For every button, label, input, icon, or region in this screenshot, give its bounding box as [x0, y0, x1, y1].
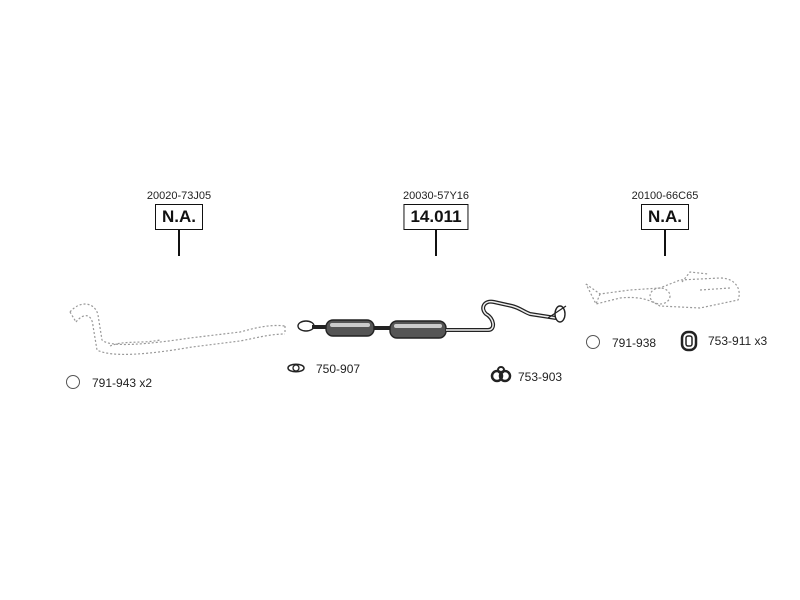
front-pipe-drawing — [69, 303, 286, 356]
rear-silencer-drawing — [585, 271, 740, 309]
rubber-mount-icon[interactable] — [490, 365, 512, 387]
accessory-label-753-903[interactable]: 753-903 — [518, 370, 563, 384]
oem-code-front-pipe: 20020-73J05 — [146, 190, 212, 202]
accessory-label-791-943[interactable]: 791-943 x2 — [92, 376, 153, 390]
ring-icon[interactable] — [66, 375, 80, 389]
oem-code-rear-silencer: 20100-66C65 — [631, 190, 699, 202]
gasket-icon[interactable] — [286, 361, 306, 375]
middle-pipe-drawing — [297, 299, 567, 339]
oem-code-middle-pipe: 20030-57Y16 — [402, 190, 470, 202]
leader-line-middle-pipe — [435, 229, 437, 256]
ring-icon[interactable] — [586, 335, 600, 349]
rubber-hanger-icon[interactable] — [680, 330, 698, 352]
leader-line-front-pipe — [178, 229, 180, 256]
accessory-label-791-938[interactable]: 791-938 — [612, 336, 657, 350]
accessory-label-753-911[interactable]: 753-911 x3 — [708, 334, 768, 348]
leader-line-rear-silencer — [664, 229, 666, 256]
accessory-label-750-907[interactable]: 750-907 — [316, 362, 361, 376]
